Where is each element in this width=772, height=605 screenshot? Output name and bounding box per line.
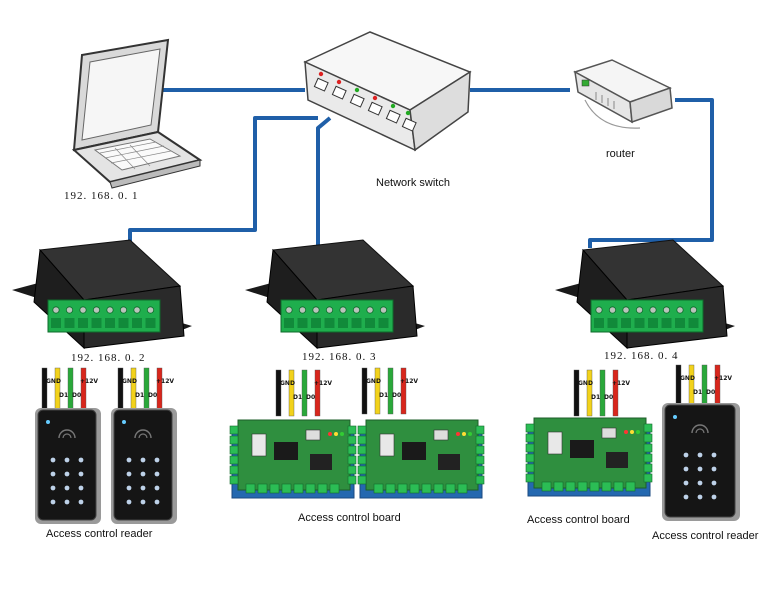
controller-1-box [12,239,192,350]
wire-caption: +12V [714,375,733,382]
controllers [12,239,735,350]
wire-caption: +12V [156,378,175,385]
wire-caption: D1 [693,389,703,396]
reader-label-right: Access control reader [652,530,759,542]
wire-caption: +12V [612,380,631,387]
controller-1-ip-label: 192. 168. 0. 2 [71,352,146,364]
wire-caption: D0 [392,392,402,399]
wire-caption: GND [280,380,295,387]
wire-caption: D0 [604,394,614,401]
board-label-center: Access control board [298,512,401,524]
router-icon [573,59,673,129]
wire-bundle-5 [573,369,619,417]
wire-caption: +12V [80,378,99,385]
board-2 [357,419,485,499]
laptop-ip-label: 192. 168. 0. 1 [64,190,139,202]
controller-2-ip-label: 192. 168. 0. 3 [302,351,377,363]
router-label: router [606,148,635,160]
wire-caption: +12V [314,380,333,387]
wire-caption: GND [680,375,695,382]
boards [229,417,653,499]
reader-2 [111,408,177,524]
cable-switch-controller1 [128,116,318,248]
wire-caption: D0 [306,394,316,401]
reader-label-left: Access control reader [46,528,153,540]
wire-bundle-1 [41,367,87,415]
wire-caption: D1 [591,394,601,401]
board-1 [229,419,357,499]
cable-switch-controller2 [316,116,332,245]
wire-caption: +12V [400,378,419,385]
wire-bundles [41,364,721,417]
controller-3-box [555,239,735,350]
wire-caption: D1 [135,392,145,399]
wire-caption: GND [46,378,61,385]
network-switch-label: Network switch [376,177,450,189]
board-label-right: Access control board [527,514,630,526]
network-cables [128,88,714,248]
reader-1 [35,408,101,524]
wire-caption: GND [122,378,137,385]
cable-router-controller3 [588,98,714,248]
wire-bundle-2 [117,367,163,415]
wire-caption: GND [578,380,593,387]
wire-bundle-4 [361,367,407,415]
wire-caption: D1 [59,392,69,399]
controller-2-box [245,239,425,350]
wire-bundle-3 [275,369,321,417]
network-switch-icon [303,31,472,152]
reader-3 [662,403,740,521]
wire-caption: D1 [293,394,303,401]
readers [35,403,740,524]
wire-caption: D0 [706,389,716,396]
board-3 [525,417,653,497]
wire-caption: D0 [148,392,158,399]
wire-caption: D0 [72,392,82,399]
controller-3-ip-label: 192. 168. 0. 4 [604,350,679,362]
wire-caption: GND [366,378,381,385]
laptop-icon [71,38,203,189]
wire-caption: D1 [379,392,389,399]
